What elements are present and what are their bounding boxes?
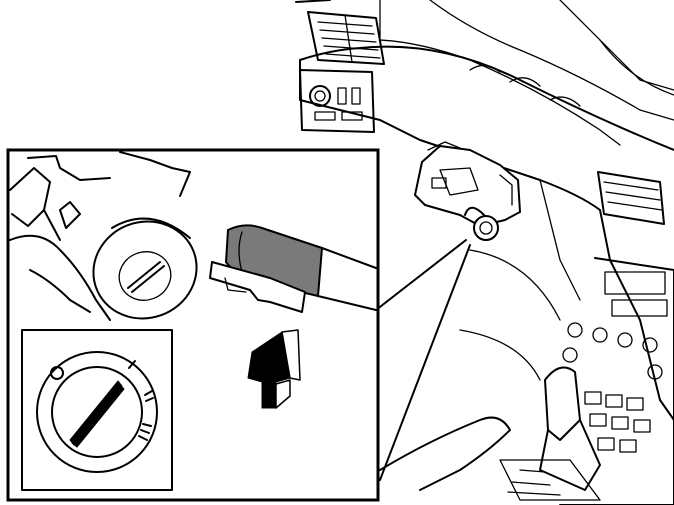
leader-line-top — [375, 239, 467, 311]
arrow-up-icon — [247, 329, 301, 409]
gear-shifter — [499, 366, 601, 501]
position-III-marker — [138, 423, 152, 441]
air-vent-right — [597, 171, 665, 225]
position-I-marker — [128, 360, 136, 369]
car-dashboard — [295, 0, 674, 505]
detail-inset — [6, 148, 380, 502]
position-0-marker — [50, 366, 64, 380]
position-II-marker — [144, 390, 154, 402]
center-console — [559, 257, 674, 505]
ignition-position-dial — [21, 329, 173, 491]
lock-housing — [9, 151, 198, 321]
leader-line-bottom — [379, 244, 471, 481]
climate-controls — [299, 69, 375, 133]
ignition-key — [209, 224, 377, 313]
air-vent-left — [307, 11, 385, 65]
ignition-switch-assembly — [414, 141, 521, 241]
